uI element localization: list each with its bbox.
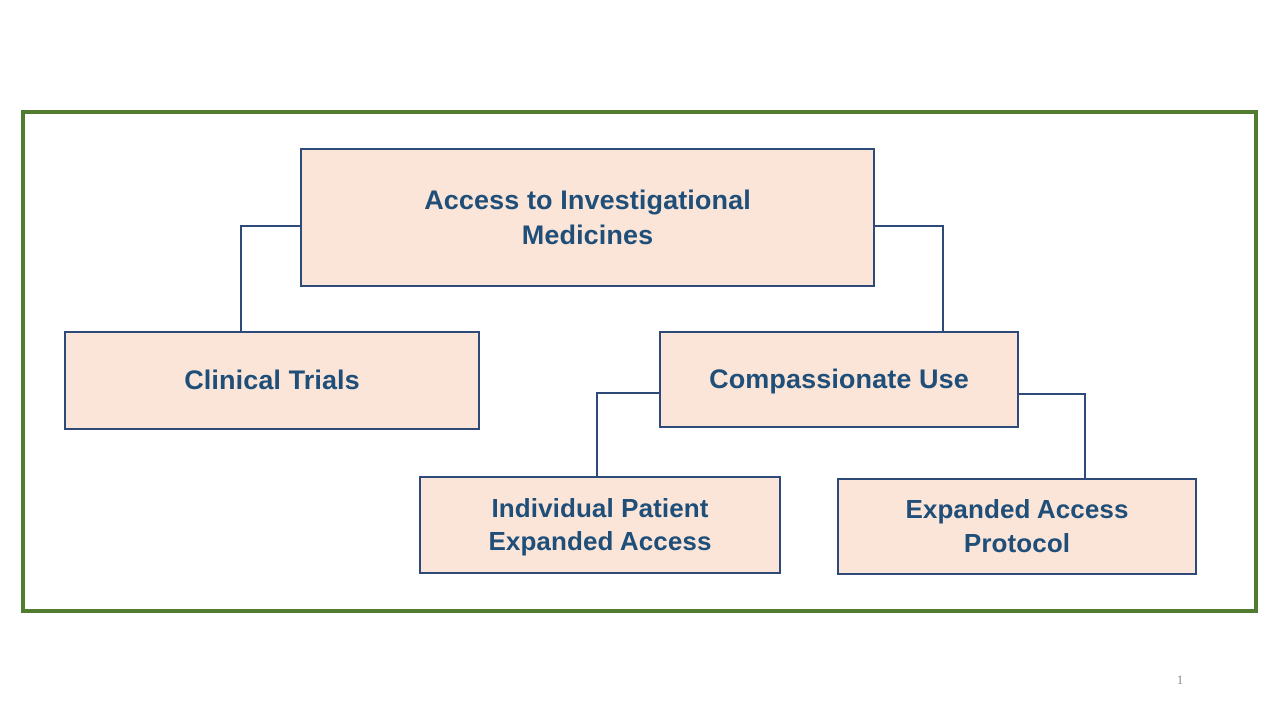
node-root-label: Access to Investigational Medicines — [424, 184, 751, 250]
page-number: 1 — [1176, 672, 1184, 687]
node-compassionate-use[interactable]: Compassionate Use — [659, 331, 1019, 428]
node-expanded-access-protocol[interactable]: Expanded Access Protocol — [837, 478, 1197, 575]
node-expanded-access-protocol-label: Expanded Access Protocol — [905, 494, 1129, 558]
node-clinical-trials[interactable]: Clinical Trials — [64, 331, 480, 430]
node-individual-patient-label: Individual Patient Expanded Access — [488, 492, 712, 556]
node-clinical-trials-label: Clinical Trials — [184, 365, 360, 396]
node-individual-patient-expanded-access[interactable]: Individual Patient Expanded Access — [419, 476, 781, 574]
node-compassionate-use-label: Compassionate Use — [709, 364, 969, 395]
node-access-to-investigational-medicines[interactable]: Access to Investigational Medicines — [300, 148, 875, 287]
